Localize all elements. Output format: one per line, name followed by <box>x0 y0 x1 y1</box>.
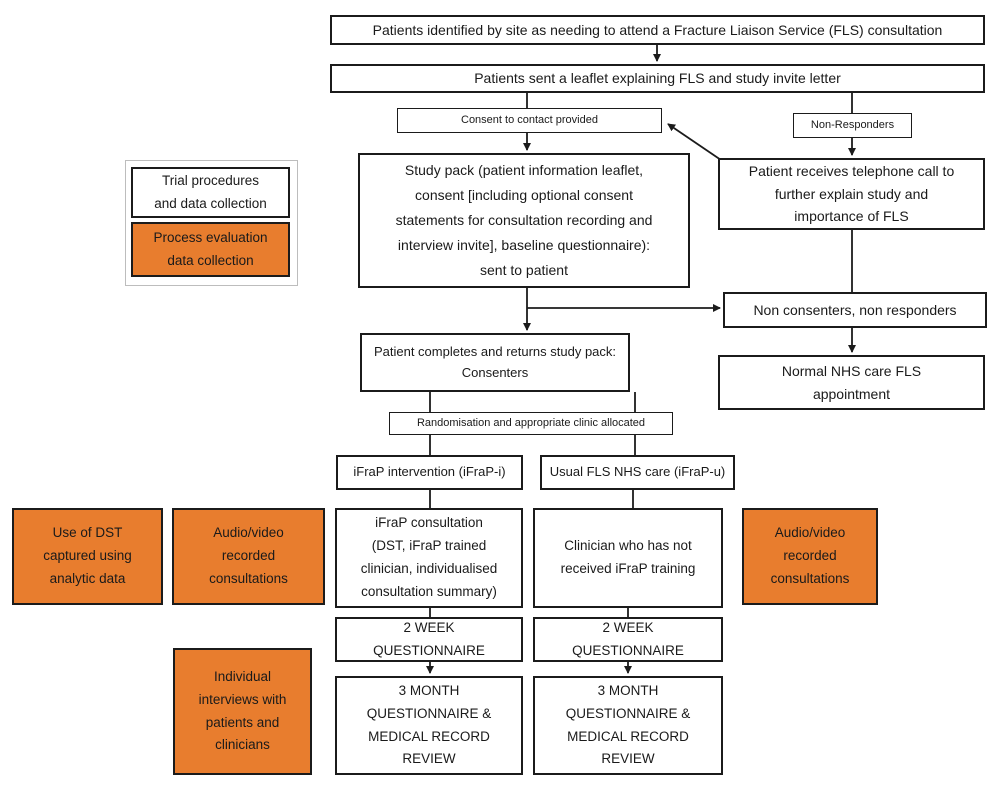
box-week2-questionnaire-right: 2 WEEK QUESTIONNAIRE <box>533 617 723 662</box>
box-ifrap-consultation: iFraP consultation (DST, iFraP trained c… <box>335 508 523 608</box>
legend-trial-procedures: Trial procedures and data collection <box>131 167 290 218</box>
box-clinician-untrained: Clinician who has not received iFraP tra… <box>533 508 723 608</box>
box-audio-video-left: Audio/video recorded consultations <box>172 508 325 605</box>
box-patients-identified: Patients identified by site as needing t… <box>330 15 985 45</box>
box-non-consenters: Non consenters, non responders <box>723 292 987 328</box>
box-leaflet-sent: Patients sent a leaflet explaining FLS a… <box>330 64 985 93</box>
box-audio-video-right: Audio/video recorded consultations <box>742 508 878 605</box>
box-normal-nhs-care: Normal NHS care FLS appointment <box>718 355 985 410</box>
box-non-responders: Non-Responders <box>793 113 912 138</box>
box-consent-to-contact: Consent to contact provided <box>397 108 662 133</box>
box-dst-analytic-data: Use of DST captured using analytic data <box>12 508 163 605</box>
box-arm-ifrap-intervention: iFraP intervention (iFraP-i) <box>336 455 523 490</box>
legend-process-evaluation: Process evaluation data collection <box>131 222 290 277</box>
box-randomisation: Randomisation and appropriate clinic all… <box>389 412 673 435</box>
box-completes-study-pack: Patient completes and returns study pack… <box>360 333 630 392</box>
box-month3-review-left: 3 MONTH QUESTIONNAIRE & MEDICAL RECORD R… <box>335 676 523 775</box>
legend: Trial procedures and data collection Pro… <box>125 160 298 286</box>
box-telephone-call: Patient receives telephone call to furth… <box>718 158 985 230</box>
box-study-pack: Study pack (patient information leaflet,… <box>358 153 690 288</box>
box-arm-usual-care: Usual FLS NHS care (iFraP-u) <box>540 455 735 490</box>
box-week2-questionnaire-left: 2 WEEK QUESTIONNAIRE <box>335 617 523 662</box>
box-individual-interviews: Individual interviews with patients and … <box>173 648 312 775</box>
box-month3-review-right: 3 MONTH QUESTIONNAIRE & MEDICAL RECORD R… <box>533 676 723 775</box>
